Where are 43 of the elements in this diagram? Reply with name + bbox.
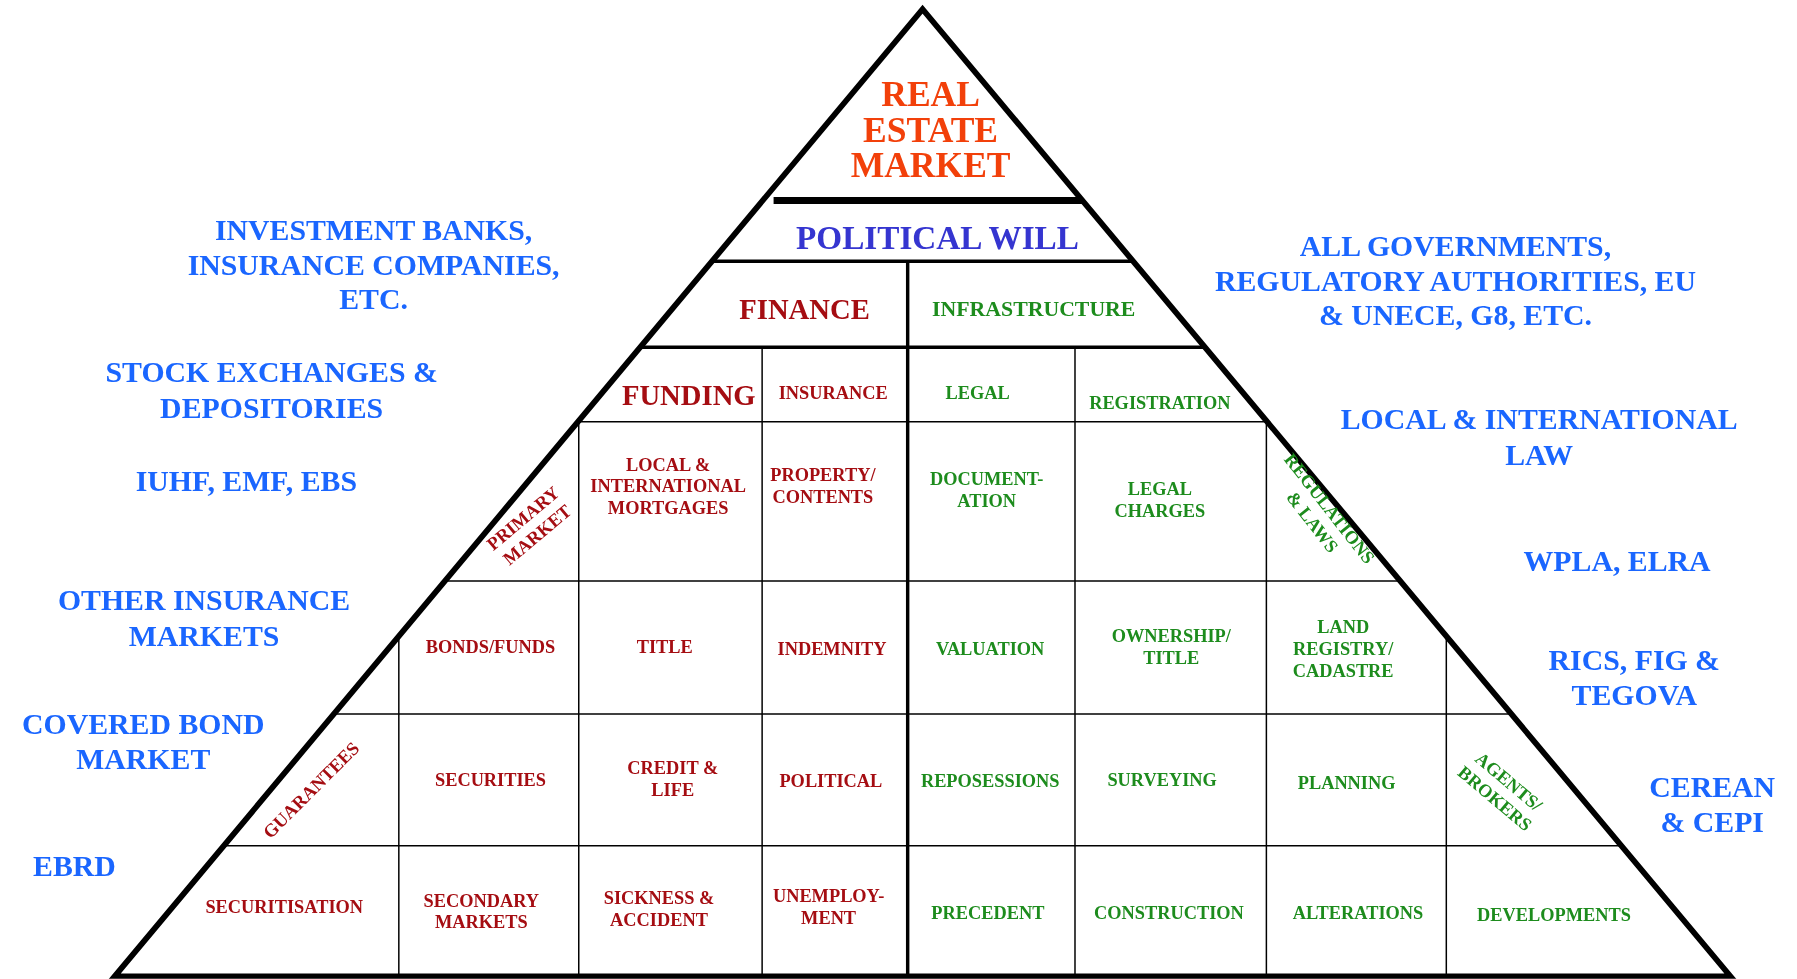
pyramid-label: LOCAL & INTERNATIONAL MORTGAGES (576, 454, 760, 520)
side-label: WPLA, ELRA (1522, 545, 1712, 581)
pyramid-label: POLITICAL (762, 770, 900, 793)
pyramid-label: PRECEDENT (907, 902, 1069, 925)
pyramid-label: LAND REGISTRY/ CADASTRE (1274, 617, 1412, 683)
pyramid-label: VALUATION (915, 639, 1065, 661)
pyramid-label: CONSTRUCTION (1080, 902, 1258, 925)
side-label: INVESTMENT BANKS, INSURANCE COMPANIES, ETC. (186, 213, 561, 319)
pyramid-label: SECURITIES (404, 769, 577, 792)
pyramid-label: PLANNING (1266, 773, 1427, 795)
pyramid-label: SECONDARY MARKETS (395, 890, 568, 934)
side-label: OTHER INSURANCE MARKETS (56, 583, 352, 654)
side-label: STOCK EXCHANGES & DEPOSITORIES (104, 355, 439, 426)
pyramid-label: FUNDING (614, 378, 764, 413)
pyramid-label: PROPERTY/ CONTENTS (759, 465, 886, 509)
side-label: EBRD (32, 850, 117, 886)
pyramid-label: REPOSESSIONS (909, 770, 1071, 793)
pyramid-label: DOCUMENT- ATION (912, 468, 1062, 513)
pyramid-label: REAL ESTATE MARKET (833, 76, 1028, 183)
pyramid-label: SECURITISATION (181, 896, 388, 919)
pyramid-label: BONDS/FUNDS (404, 636, 577, 659)
side-label: LOCAL & INTERNATIONAL LAW (1340, 402, 1739, 472)
pyramid-label: TITLE (584, 636, 745, 659)
pyramid-label: CREDIT & LIFE (615, 757, 731, 801)
pyramid-label: FINANCE (724, 292, 885, 327)
pyramid-label: DEVELOPMENTS (1456, 904, 1652, 927)
pyramid-label: INFRASTRUCTURE (907, 296, 1160, 323)
pyramid-label: INDEMNITY (763, 639, 901, 661)
pyramid-label: UNEMPLOY- MENT (759, 886, 898, 930)
side-label: CEREAN & CEPI (1648, 770, 1777, 841)
pyramid-label: POLITICAL WILL (771, 217, 1104, 257)
pyramid-label: REGISTRATION (1073, 392, 1246, 415)
pyramid-label: ALTERATIONS (1272, 902, 1444, 925)
pyramid-label: LEGAL CHARGES (1085, 479, 1235, 523)
pyramid-label: SURVEYING (1081, 769, 1243, 792)
side-label: COVERED BOND MARKET (20, 707, 265, 778)
pyramid-label: INSURANCE (764, 383, 902, 406)
side-label: RICS, FIG & TEGOVA (1547, 643, 1721, 714)
pyramid-label: OWNERSHIP/ TITLE (1085, 625, 1258, 670)
side-label: IUHF, EMF, EBS (134, 464, 359, 501)
side-label: ALL GOVERNMENTS, REGULATORY AUTHORITIES, EU & UNECE, G8, ETC. (1213, 229, 1697, 335)
pyramid-label: SICKNESS & ACCIDENT (573, 888, 745, 932)
pyramid-label: LEGAL (908, 383, 1047, 406)
